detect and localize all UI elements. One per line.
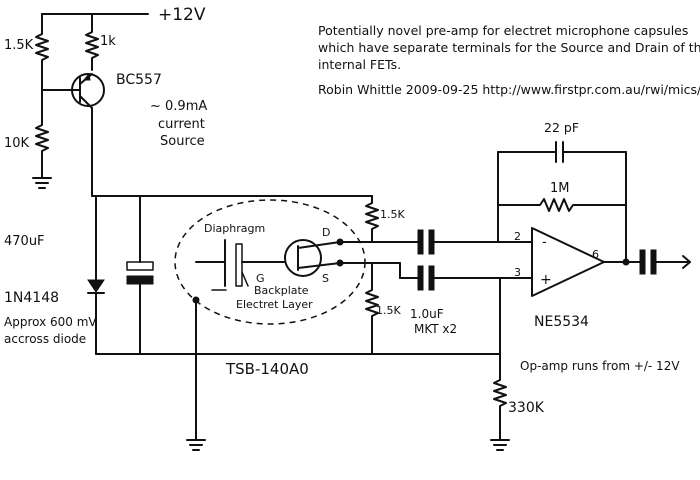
label-opamp: NE5534 <box>534 314 589 330</box>
ground-symbol-bias <box>490 439 510 451</box>
label-transistor: BC557 <box>116 72 162 88</box>
label-backplate-1: Backplate <box>254 284 309 297</box>
label-feedback-cap: 22 pF <box>544 120 579 135</box>
supply-label: +12V <box>158 5 206 25</box>
label-r-source: 1.5K <box>376 304 401 317</box>
label-pin2: 2 <box>514 230 521 243</box>
label-feedback-res: 1M <box>550 181 570 196</box>
label-gate: G <box>256 272 265 285</box>
label-r-1k5-top: 1.5K <box>4 38 34 53</box>
author-line: Robin Whittle 2009-09-25 http://www.firs… <box>318 82 700 97</box>
fet-symbol <box>284 238 344 277</box>
diode-note-2: accross diode <box>4 332 86 346</box>
label-pin3: 3 <box>514 266 521 279</box>
resistor-10k <box>35 89 49 179</box>
coupling-capacitor-lower <box>417 265 533 291</box>
label-drain: D <box>322 226 330 239</box>
label-cap-470: 470uF <box>4 234 45 249</box>
description-line-2: which have separate terminals for the So… <box>318 40 700 55</box>
current-note-3: Source <box>160 134 205 149</box>
resistor-330k <box>493 353 507 441</box>
label-minus: - <box>542 235 547 250</box>
current-note-2: current <box>158 117 205 132</box>
electret-element <box>195 239 285 291</box>
label-r-10k: 10K <box>4 136 30 151</box>
resistor-1k5-top <box>35 29 49 91</box>
diode-note-1: Approx 600 mV <box>4 315 97 329</box>
description-line-1: Potentially novel pre-amp for electret m… <box>318 23 688 38</box>
label-diaphragm: Diaphragm <box>204 222 265 235</box>
opamp-supply-note: Op-amp runs from +/- 12V <box>520 359 680 373</box>
label-source: S <box>322 272 329 285</box>
label-coupling-2: MKT x2 <box>414 322 457 336</box>
label-r-1k: 1k <box>100 34 116 49</box>
resistor-drain-1k5 <box>365 195 379 243</box>
supply-rail <box>41 13 149 31</box>
label-pin6: 6 <box>592 248 599 261</box>
label-diode: 1N4148 <box>4 290 59 306</box>
coupling-capacitor-upper <box>417 229 533 255</box>
label-backplate-2: Electret Layer <box>236 298 313 311</box>
label-r-330k: 330K <box>508 400 545 416</box>
transistor-bc557 <box>41 72 105 197</box>
ground-symbol-capsule <box>186 439 206 451</box>
diode-1n4148 <box>87 195 105 355</box>
label-plus: + <box>540 272 552 288</box>
label-r-drain: 1.5K <box>380 208 405 221</box>
description-line-3: internal FETs. <box>318 57 401 72</box>
capacitor-470uf <box>126 195 154 355</box>
feedback-network <box>497 141 627 263</box>
label-capsule: TSB-140A0 <box>225 360 309 378</box>
resistor-1k <box>85 29 99 71</box>
resistor-source-1k5 <box>365 262 379 355</box>
label-coupling-1: 1.0uF <box>410 307 444 321</box>
output-capacitor <box>639 249 691 275</box>
ground-symbol-left <box>32 177 52 189</box>
current-note-1: ~ 0.9mA <box>150 99 207 114</box>
